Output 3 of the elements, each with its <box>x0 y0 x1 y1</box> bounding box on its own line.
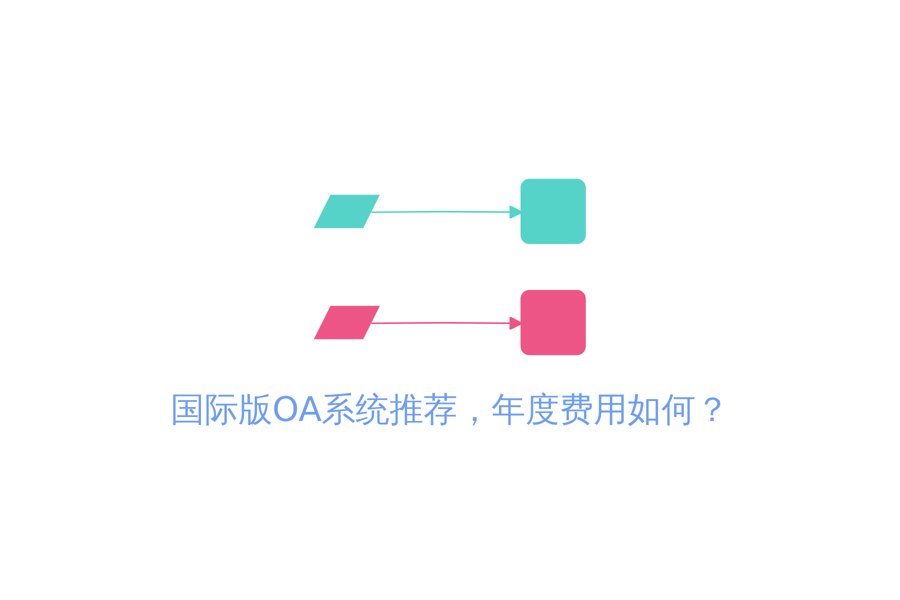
title: 国际版OA系统推荐，年度费用如何？ <box>170 389 730 432</box>
node-parallelogram <box>314 306 380 340</box>
node-parallelogram <box>314 194 380 228</box>
